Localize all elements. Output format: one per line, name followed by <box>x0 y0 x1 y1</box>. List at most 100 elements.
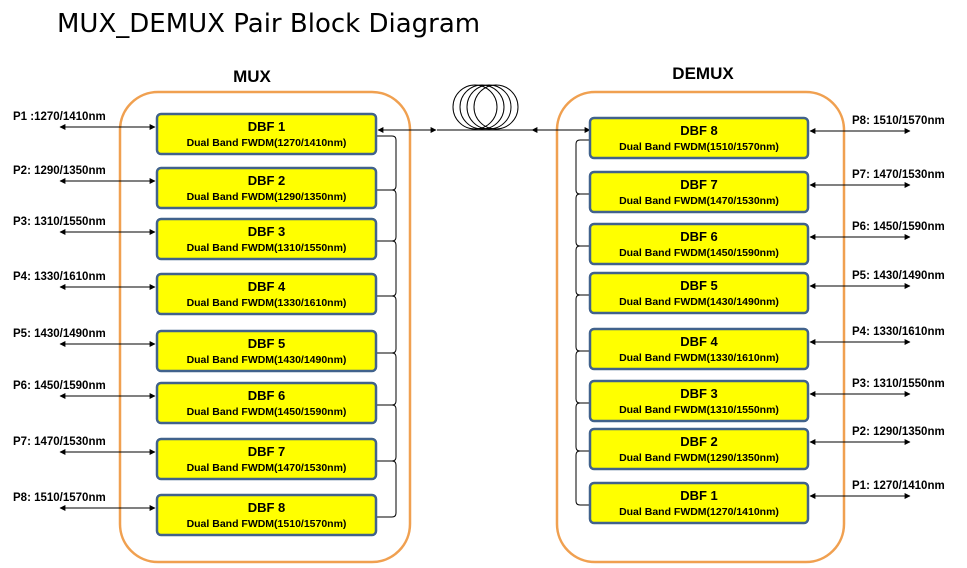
mux-block-desc: Dual Band FWDM(1310/1550nm) <box>187 242 347 254</box>
mux-block-title: DBF 1 <box>248 119 286 134</box>
demux-block: DBF 1 Dual Band FWDM(1270/1410nm) P1: 12… <box>588 480 945 525</box>
demux-chain-connector <box>575 294 590 352</box>
demux-block-title: DBF 8 <box>680 123 718 138</box>
demux-chain-connector <box>575 450 590 506</box>
mux-block-box <box>155 217 378 261</box>
demux-block-title: DBF 6 <box>680 229 718 244</box>
mux-port-label: P6: 1450/1590nm <box>13 380 106 392</box>
mux-block-title: DBF 8 <box>248 500 286 515</box>
demux-block: DBF 8 Dual Band FWDM(1510/1570nm) P8: 15… <box>588 115 945 160</box>
mux-label: MUX <box>233 67 271 86</box>
demux-block-box <box>588 481 810 525</box>
mux-block-box <box>155 166 378 210</box>
mux-chain-connector <box>376 295 397 354</box>
demux-block-desc: Dual Band FWDM(1510/1570nm) <box>619 141 779 153</box>
demux-block-title: DBF 5 <box>680 278 718 293</box>
demux-block-title: DBF 3 <box>680 386 718 401</box>
demux-connectors <box>575 139 590 506</box>
demux-block: DBF 3 Dual Band FWDM(1310/1550nm) P3: 13… <box>588 378 945 423</box>
mux-block: DBF 7 Dual Band FWDM(1470/1530nm) P7: 14… <box>13 436 378 481</box>
demux-block-list: DBF 8 Dual Band FWDM(1510/1570nm) P8: 15… <box>588 115 945 525</box>
mux-block-list: DBF 1 Dual Band FWDM(1270/1410nm) P1 :12… <box>13 111 378 537</box>
demux-block: DBF 2 Dual Band FWDM(1290/1350nm) P2: 12… <box>588 426 945 471</box>
mux-chain-connector <box>376 460 397 518</box>
demux-block-title: DBF 2 <box>680 434 718 449</box>
mux-block-desc: Dual Band FWDM(1290/1350nm) <box>187 191 347 203</box>
mux-block-title: DBF 4 <box>248 279 286 294</box>
mux-block: DBF 1 Dual Band FWDM(1270/1410nm) P1 :12… <box>13 111 378 156</box>
demux-block-box <box>588 427 810 471</box>
mux-port-label: P8: 1510/1570nm <box>13 492 106 504</box>
mux-connectors <box>376 135 397 518</box>
demux-block-desc: Dual Band FWDM(1270/1410nm) <box>619 506 779 518</box>
mux-block-desc: Dual Band FWDM(1470/1530nm) <box>187 462 347 474</box>
demux-port-label: P8: 1510/1570nm <box>852 115 945 127</box>
demux-block-box <box>588 222 810 266</box>
mux-block-desc: Dual Band FWDM(1430/1490nm) <box>187 354 347 366</box>
mux-port-label: P1 :1270/1410nm <box>13 111 106 123</box>
mux-chain-connector <box>376 352 397 406</box>
mux-chain-connector <box>376 404 397 462</box>
demux-block-desc: Dual Band FWDM(1330/1610nm) <box>619 352 779 364</box>
mux-block-desc: Dual Band FWDM(1510/1570nm) <box>187 518 347 530</box>
mux-block: DBF 6 Dual Band FWDM(1450/1590nm) P6: 14… <box>13 380 378 425</box>
demux-block: DBF 6 Dual Band FWDM(1450/1590nm) P6: 14… <box>588 221 945 266</box>
demux-block-box <box>588 379 810 423</box>
demux-port-label: P3: 1310/1550nm <box>852 378 945 390</box>
demux-chain-connector <box>575 245 590 296</box>
mux-block-desc: Dual Band FWDM(1450/1590nm) <box>187 406 347 418</box>
demux-block-box <box>588 327 810 371</box>
demux-block: DBF 4 Dual Band FWDM(1330/1610nm) P4: 13… <box>588 326 945 371</box>
demux-block: DBF 7 Dual Band FWDM(1470/1530nm) P7: 14… <box>588 169 945 214</box>
mux-block-title: DBF 5 <box>248 336 286 351</box>
mux-block: DBF 3 Dual Band FWDM(1310/1550nm) P3: 13… <box>13 216 378 261</box>
demux-port-label: P1: 1270/1410nm <box>852 480 945 492</box>
mux-block-desc: Dual Band FWDM(1330/1610nm) <box>187 297 347 309</box>
demux-block-desc: Dual Band FWDM(1290/1350nm) <box>619 452 779 464</box>
mux-block-title: DBF 2 <box>248 173 286 188</box>
demux-port-label: P5: 1430/1490nm <box>852 270 945 282</box>
fiber-spool-icon <box>437 84 532 131</box>
demux-block-desc: Dual Band FWDM(1310/1550nm) <box>619 404 779 416</box>
demux-chain-connector <box>575 402 590 452</box>
demux-block-title: DBF 7 <box>680 177 718 192</box>
mux-chain-connector <box>376 189 397 242</box>
mux-block-box <box>155 112 378 156</box>
demux-block-box <box>588 170 810 214</box>
mux-group-frame <box>118 90 412 564</box>
mux-block-box <box>155 272 378 316</box>
demux-block-box <box>588 271 810 315</box>
demux-chain-connector <box>575 193 590 247</box>
demux-block-desc: Dual Band FWDM(1430/1490nm) <box>619 296 779 308</box>
mux-block: DBF 8 Dual Band FWDM(1510/1570nm) P8: 15… <box>13 492 378 537</box>
demux-chain-connector <box>575 139 590 195</box>
demux-block-desc: Dual Band FWDM(1470/1530nm) <box>619 195 779 207</box>
demux-block-title: DBF 4 <box>680 334 718 349</box>
mux-chain-connector <box>376 135 397 191</box>
demux-port-label: P7: 1470/1530nm <box>852 169 945 181</box>
mux-chain-connector <box>376 240 397 297</box>
mux-block-box <box>155 437 378 481</box>
demux-port-label: P6: 1450/1590nm <box>852 221 945 233</box>
mux-block-desc: Dual Band FWDM(1270/1410nm) <box>187 137 347 149</box>
demux-chain-connector <box>575 350 590 404</box>
mux-block-title: DBF 7 <box>248 444 286 459</box>
demux-label: DEMUX <box>672 64 734 83</box>
mux-block: DBF 2 Dual Band FWDM(1290/1350nm) P2: 12… <box>13 165 378 210</box>
demux-block-box <box>588 116 810 160</box>
mux-block-box <box>155 493 378 537</box>
mux-block-box <box>155 329 378 373</box>
demux-group-frame <box>555 90 846 564</box>
demux-block-desc: Dual Band FWDM(1450/1590nm) <box>619 247 779 259</box>
mux-port-label: P5: 1430/1490nm <box>13 328 106 340</box>
demux-block: DBF 5 Dual Band FWDM(1430/1490nm) P5: 14… <box>588 270 945 315</box>
mux-block: DBF 4 Dual Band FWDM(1330/1610nm) P4: 13… <box>13 271 378 316</box>
diagram-title: MUX_DEMUX Pair Block Diagram <box>57 9 480 39</box>
demux-port-label: P4: 1330/1610nm <box>852 326 945 338</box>
demux-port-label: P2: 1290/1350nm <box>852 426 945 438</box>
mux-block-title: DBF 6 <box>248 388 286 403</box>
mux-port-label: P4: 1330/1610nm <box>13 271 106 283</box>
mux-port-label: P3: 1310/1550nm <box>13 216 106 228</box>
mux-port-label: P7: 1470/1530nm <box>13 436 106 448</box>
